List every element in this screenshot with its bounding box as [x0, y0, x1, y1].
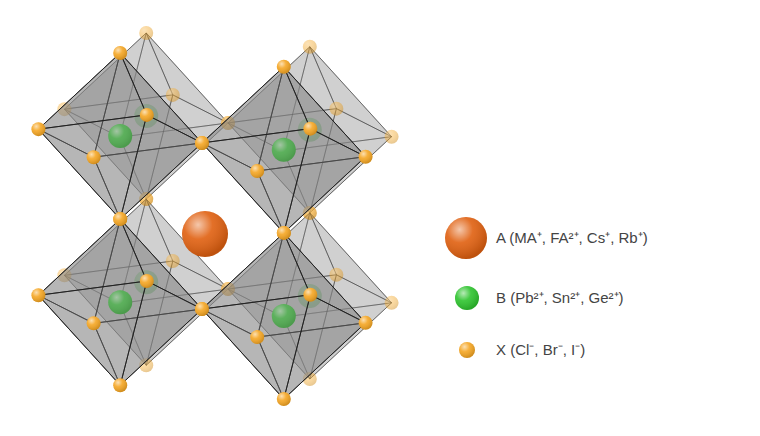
x-anion-sphere-shading	[195, 302, 209, 316]
x-anion-sphere	[303, 40, 317, 54]
octahedron-front-face	[38, 115, 146, 219]
x-anion-sphere-shading	[31, 122, 45, 136]
legend-label: B (Pb²⁺, Sn²⁺, Ge²⁺)	[496, 289, 624, 307]
x-anion-sphere	[359, 150, 373, 164]
x-anion-sphere	[303, 122, 317, 136]
x-anion-sphere-shading	[166, 254, 180, 268]
x-anion-sphere	[140, 274, 154, 288]
x-anion-sphere-shading	[385, 130, 399, 144]
legend-label: A (MA⁺, FA²⁺, Cs⁺, Rb⁺)	[496, 229, 648, 247]
x-anion-sphere-shading	[113, 46, 127, 60]
x-anion-sphere-shading	[359, 150, 373, 164]
x-anion-sphere	[385, 296, 399, 310]
x-anion-sphere-shading	[385, 296, 399, 310]
x-anion-sphere-shading	[303, 40, 317, 54]
x-anion-sphere-shading	[87, 316, 101, 330]
x-anion-sphere	[329, 102, 343, 116]
x-anion-sphere	[139, 26, 153, 40]
x-anion-sphere	[277, 226, 291, 240]
legend-swatches	[445, 217, 487, 358]
x-anion-sphere	[87, 150, 101, 164]
x-anion-sphere	[195, 302, 209, 316]
x-anion-sphere-shading	[329, 102, 343, 116]
x-anion-sphere	[250, 164, 264, 178]
x-anion-sphere-shading	[303, 122, 317, 136]
x-anion-sphere-shading	[195, 136, 209, 150]
x-anion-sphere	[113, 212, 127, 226]
x-anion-sphere-shading	[277, 226, 291, 240]
x-anion-sphere-shading	[31, 288, 45, 302]
x-anion-sphere	[113, 212, 127, 226]
x-anion-sphere	[277, 60, 291, 74]
x-anion-sphere	[31, 288, 45, 302]
legend-swatch-shading	[445, 217, 487, 259]
x-anion-sphere-shading	[277, 60, 291, 74]
front-octahedra-layer	[31, 46, 372, 406]
x-anion-sphere	[195, 136, 209, 150]
x-anion-sphere-shading	[113, 212, 127, 226]
x-anion-sphere-shading	[113, 378, 127, 392]
x-anion-sphere	[277, 226, 291, 240]
x-anion-sphere-shading	[140, 274, 154, 288]
x-anion-sphere	[359, 316, 373, 330]
x-anion-sphere-shading	[113, 212, 127, 226]
x-anion-sphere	[385, 130, 399, 144]
a-cation-group	[182, 211, 228, 257]
legend-swatch-shading	[455, 286, 479, 310]
x-anion-sphere	[113, 378, 127, 392]
x-anion-sphere	[277, 392, 291, 406]
x-anion-sphere	[195, 136, 209, 150]
x-anion-sphere-shading	[329, 268, 343, 282]
x-anion-sphere-shading	[277, 226, 291, 240]
x-anion-sphere	[303, 288, 317, 302]
x-anion-sphere-shading	[250, 330, 264, 344]
a-cation-sphere-shading	[182, 211, 228, 257]
x-anion-sphere	[329, 268, 343, 282]
x-anion-sphere	[113, 46, 127, 60]
legend-swatch-shading	[459, 342, 475, 358]
x-anion-sphere-shading	[166, 88, 180, 102]
x-anion-sphere-shading	[139, 26, 153, 40]
x-anion-sphere	[31, 122, 45, 136]
legend-swatch	[445, 217, 487, 259]
x-anion-sphere-shading	[250, 164, 264, 178]
x-anion-sphere-shading	[87, 150, 101, 164]
x-anion-sphere	[140, 108, 154, 122]
x-anion-sphere	[166, 254, 180, 268]
x-anion-sphere-shading	[359, 316, 373, 330]
x-anion-sphere-shading	[140, 108, 154, 122]
x-anion-sphere-shading	[303, 288, 317, 302]
x-anion-sphere-shading	[195, 136, 209, 150]
a-cation-sphere	[182, 211, 228, 257]
legend-label: X (Cl⁻, Br⁻, I⁻)	[496, 341, 585, 359]
legend-swatch	[455, 286, 479, 310]
octahedron-front-face	[202, 295, 310, 399]
x-anion-sphere	[87, 316, 101, 330]
x-anion-sphere	[166, 88, 180, 102]
x-anion-sphere-shading	[277, 392, 291, 406]
octahedron-front-face	[38, 281, 146, 385]
x-anion-sphere-shading	[195, 302, 209, 316]
legend-swatch	[459, 342, 475, 358]
x-anion-sphere	[195, 302, 209, 316]
x-anion-sphere	[250, 330, 264, 344]
